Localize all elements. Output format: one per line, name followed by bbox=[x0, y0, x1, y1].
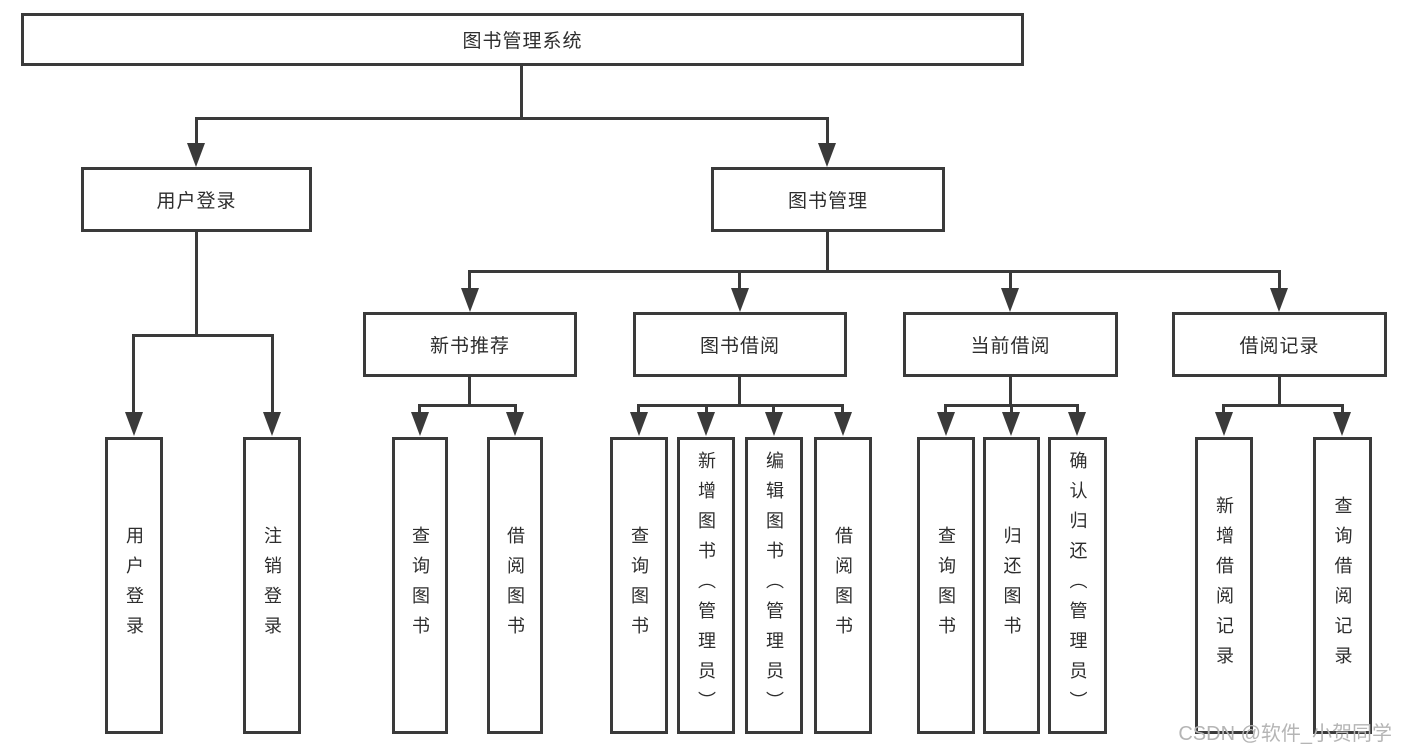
connector-line bbox=[738, 377, 741, 407]
leaf-query-books-current: 查询图书 bbox=[917, 437, 975, 734]
leaf-label: 新增借阅记录 bbox=[1214, 495, 1234, 676]
arrow-down-icon bbox=[506, 412, 524, 436]
leaf-query-borrow-record: 查询借阅记录 bbox=[1313, 437, 1372, 734]
arrow-down-icon bbox=[834, 412, 852, 436]
connector-line bbox=[772, 404, 775, 416]
connector-line bbox=[1341, 404, 1344, 416]
node-current-borrowing: 当前借阅 bbox=[903, 312, 1118, 377]
node-book-borrowing: 图书借阅 bbox=[633, 312, 847, 377]
connector-line bbox=[271, 334, 274, 414]
arrow-down-icon bbox=[697, 412, 715, 436]
leaf-label: 归还图书 bbox=[1001, 525, 1022, 646]
connector-line bbox=[132, 334, 135, 414]
arrow-down-icon bbox=[937, 412, 955, 436]
connector-line bbox=[1009, 377, 1012, 407]
node-new-book-recommendation: 新书推荐 bbox=[363, 312, 577, 377]
node-library-management-system: 图书管理系统 bbox=[21, 13, 1024, 66]
node-user-login: 用户登录 bbox=[81, 167, 312, 232]
leaf-label: 确认归还（管理员） bbox=[1067, 450, 1088, 721]
connector-line bbox=[637, 404, 640, 416]
leaf-label: 查询图书 bbox=[936, 525, 956, 646]
leaf-label: 新增图书（管理员） bbox=[696, 450, 716, 721]
connector-line bbox=[468, 270, 471, 290]
leaf-label: 查询图书 bbox=[629, 525, 649, 646]
arrow-down-icon bbox=[630, 412, 648, 436]
arrow-down-icon bbox=[187, 143, 205, 167]
leaf-borrow-books-recommend: 借阅图书 bbox=[487, 437, 543, 734]
connector-line bbox=[944, 404, 947, 416]
leaf-logout-login: 注销登录 bbox=[243, 437, 301, 734]
connector-line bbox=[1278, 270, 1281, 290]
arrow-down-icon bbox=[461, 288, 479, 312]
connector-line bbox=[1278, 377, 1281, 407]
leaf-label: 用户登录 bbox=[124, 525, 144, 646]
connector-line bbox=[1222, 404, 1225, 416]
arrow-down-icon bbox=[1068, 412, 1086, 436]
connector-line bbox=[1076, 404, 1079, 416]
connector-line bbox=[418, 404, 517, 407]
leaf-label: 编辑图书（管理员） bbox=[764, 450, 784, 721]
leaf-add-books-admin: 新增图书（管理员） bbox=[677, 437, 735, 734]
arrow-down-icon bbox=[818, 143, 836, 167]
arrow-down-icon bbox=[1215, 412, 1233, 436]
arrow-down-icon bbox=[731, 288, 749, 312]
arrow-down-icon bbox=[1002, 412, 1020, 436]
connector-line bbox=[195, 117, 198, 147]
leaf-edit-books-admin: 编辑图书（管理员） bbox=[745, 437, 803, 734]
arrow-down-icon bbox=[1333, 412, 1351, 436]
connector-line bbox=[841, 404, 844, 416]
connector-line bbox=[826, 232, 829, 272]
csdn-watermark: CSDN @软件_小贺同学 bbox=[1178, 723, 1392, 745]
arrow-down-icon bbox=[125, 412, 143, 436]
connector-line bbox=[1009, 270, 1012, 290]
connector-line bbox=[514, 404, 517, 416]
connector-line bbox=[738, 270, 741, 290]
arrow-down-icon bbox=[411, 412, 429, 436]
connector-line bbox=[705, 404, 708, 416]
leaf-borrow-books-borrowing: 借阅图书 bbox=[814, 437, 872, 734]
arrow-down-icon bbox=[1270, 288, 1288, 312]
leaf-confirm-return-admin: 确认归还（管理员） bbox=[1048, 437, 1107, 734]
connector-line bbox=[637, 404, 844, 407]
leaf-label: 注销登录 bbox=[262, 525, 282, 646]
connector-line bbox=[1222, 404, 1344, 407]
connector-line bbox=[468, 377, 471, 407]
node-borrowing-records: 借阅记录 bbox=[1172, 312, 1387, 377]
leaf-user-login: 用户登录 bbox=[105, 437, 163, 734]
leaf-label: 借阅图书 bbox=[505, 525, 525, 646]
connector-line bbox=[520, 66, 523, 120]
node-book-management: 图书管理 bbox=[711, 167, 945, 232]
connector-line bbox=[195, 232, 198, 337]
arrow-down-icon bbox=[765, 412, 783, 436]
connector-line bbox=[1010, 404, 1013, 416]
leaf-query-books-borrowing: 查询图书 bbox=[610, 437, 668, 734]
leaf-query-books-recommend: 查询图书 bbox=[392, 437, 448, 734]
arrow-down-icon bbox=[263, 412, 281, 436]
connector-line bbox=[132, 334, 273, 337]
leaf-label: 借阅图书 bbox=[833, 525, 853, 646]
leaf-add-borrow-record: 新增借阅记录 bbox=[1195, 437, 1253, 734]
connector-line bbox=[826, 117, 829, 147]
leaf-return-books: 归还图书 bbox=[983, 437, 1040, 734]
arrow-down-icon bbox=[1001, 288, 1019, 312]
connector-line bbox=[418, 404, 421, 416]
connector-line bbox=[468, 270, 1281, 273]
leaf-label: 查询图书 bbox=[410, 525, 430, 646]
connector-line bbox=[195, 117, 829, 120]
leaf-label: 查询借阅记录 bbox=[1332, 495, 1353, 676]
